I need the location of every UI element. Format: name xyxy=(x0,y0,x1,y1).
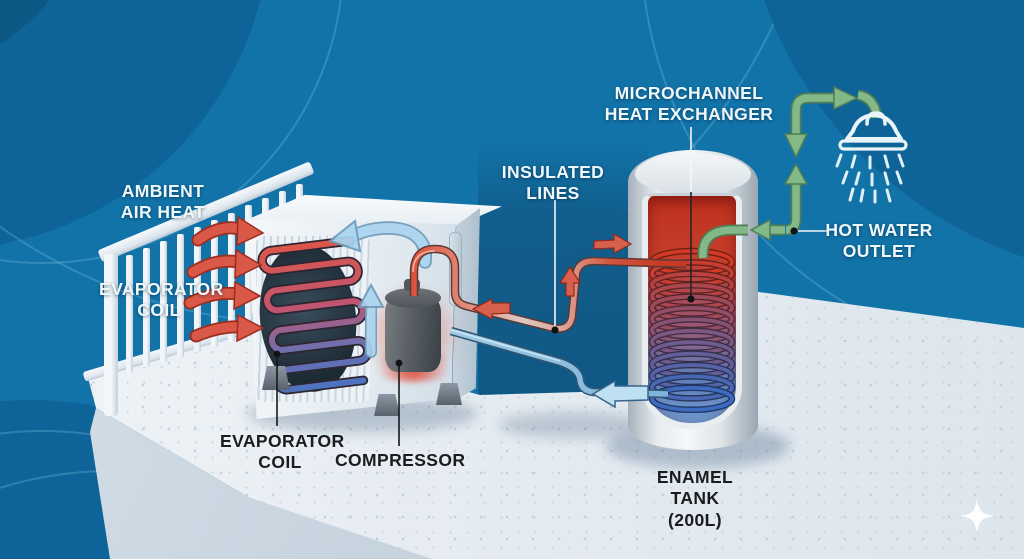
column-shadow xyxy=(498,412,648,438)
railing-baluster xyxy=(160,241,167,363)
tank-cutaway xyxy=(642,193,742,429)
label-insulated-lines: INSULATED LINES xyxy=(501,162,605,204)
tank-top xyxy=(635,153,751,195)
label-hot-water-outlet: HOT WATER OUTLET xyxy=(825,220,933,262)
label-evaporator-coil-bottom: EVAPORATOR COIL xyxy=(220,431,345,473)
railing-baluster xyxy=(211,219,218,348)
unit-foot xyxy=(374,394,400,416)
label-enamel-tank: ENAMEL TANK (200L) xyxy=(656,467,734,530)
label-compressor: COMPRESSOR xyxy=(335,450,466,470)
railing-baluster xyxy=(126,255,133,373)
label-ambient-air-heat: AMBIENT AIR HEAT xyxy=(120,181,206,223)
unit-foot xyxy=(262,366,290,390)
railing-baluster xyxy=(143,248,150,368)
label-evaporator-coil-left: EVAPORATOR COIL xyxy=(99,279,224,321)
railing-post xyxy=(104,254,118,416)
label-microchannel-heat-exchanger: MICROCHANNEL HEAT EXCHANGER xyxy=(604,83,774,125)
railing-baluster xyxy=(177,234,184,358)
